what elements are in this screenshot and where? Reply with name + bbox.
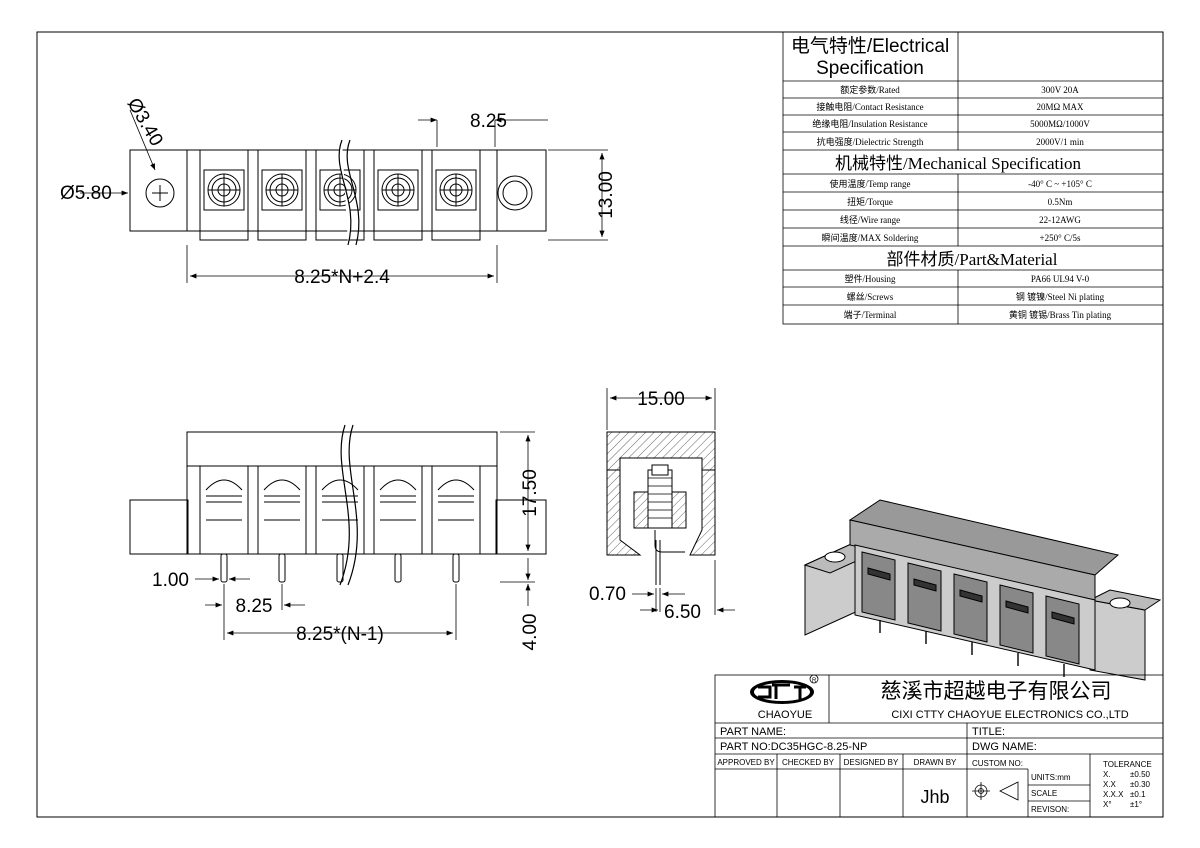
dim-phi-5-80: Ø5.80	[60, 183, 112, 204]
tolerance-key: X.X	[1103, 780, 1117, 789]
dim-pin-thk: 0.70	[589, 584, 626, 605]
sheet-border	[36, 31, 1164, 818]
drawn-by-value: Jhb	[920, 787, 949, 807]
front-dimensions	[195, 431, 535, 640]
revision-label: REVISON:	[1031, 805, 1069, 814]
spec-value: 22-12AWG	[1039, 215, 1081, 225]
chaoyue-logo: R	[750, 674, 819, 704]
part-no-label: PART NO:DC35HGC-8.25-NP	[720, 741, 867, 753]
logo-text: CHAOYUE	[758, 709, 812, 721]
tolerance-key: X°	[1103, 800, 1112, 809]
spec-label: 使用温度/Temp range	[829, 178, 910, 189]
front-clamps	[205, 479, 475, 521]
spec-table-grid	[782, 31, 1164, 325]
units-label: UNITS:mm	[1031, 773, 1071, 782]
dwg-name-label: DWG NAME:	[972, 741, 1037, 753]
spec-label: 接触电阻/Contact Resistance	[816, 101, 923, 112]
approved-by-label: APPROVED BY	[717, 758, 775, 767]
dim-pin-offset: 6.50	[664, 602, 701, 623]
company-en: CIXI CTTY CHAOYUE ELECTRONICS CO.,LTD	[891, 709, 1128, 721]
side-section	[606, 431, 716, 585]
spec-value: 5000MΩ/1000V	[1030, 119, 1090, 129]
spec-label: 额定参数/Rated	[840, 84, 900, 95]
spec-label: 线径/Wire range	[840, 214, 900, 225]
spec-label: 端子/Terminal	[844, 309, 897, 320]
spec-label: 扭矩/Torque	[847, 196, 893, 207]
spec-value: PA66 UL94 V-0	[1031, 274, 1090, 284]
tolerance-title: TOLERANCE	[1103, 760, 1152, 769]
spec-material-title: 部件材质/Part&Material	[887, 250, 1058, 269]
spec-value: 黄铜 镀锡/Brass Tin plating	[1009, 309, 1112, 320]
tolerance-value: ±0.50	[1130, 770, 1151, 779]
top-pole-cells	[199, 149, 481, 241]
dim-height-top: 13.00	[596, 171, 617, 219]
title-block-grid	[714, 674, 1164, 818]
scale-label: SCALE	[1031, 789, 1057, 798]
spec-value: 20MΩ MAX	[1037, 102, 1084, 112]
dim-pin-span: 8.25*(N-1)	[296, 624, 384, 645]
spec-value: 300V 20A	[1041, 85, 1079, 95]
front-pins	[220, 553, 460, 583]
spec-value: 0.5Nm	[1048, 197, 1073, 207]
spec-electrical-title-2: Specification	[816, 58, 924, 79]
tolerance-value: ±0.1	[1130, 790, 1146, 799]
spec-value: 钢 镀镍/Steel Ni plating	[1016, 291, 1105, 302]
side-dimensions	[606, 388, 735, 615]
svg-text:R: R	[812, 678, 817, 684]
dim-pin-dia: 1.00	[152, 570, 189, 591]
front-cells	[199, 465, 481, 555]
top-dimensions	[80, 109, 608, 283]
tolerance-value: ±0.30	[1130, 780, 1151, 789]
spec-label: 抗电强度/Dielectric Strength	[817, 136, 924, 147]
tolerance-key: X.X.X	[1103, 790, 1124, 799]
tolerance-value: ±1°	[1130, 800, 1142, 809]
spec-label: 螺丝/Screws	[847, 291, 894, 302]
drawn-by-label: DRAWN BY	[914, 758, 957, 767]
checked-by-label: CHECKED BY	[782, 758, 835, 767]
mount-hole-left	[145, 178, 175, 208]
spec-label: 塑件/Housing	[844, 273, 896, 284]
spec-label: 瞬间温度/MAX Soldering	[822, 232, 919, 243]
designed-by-label: DESIGNED BY	[844, 758, 899, 767]
top-view	[129, 139, 547, 246]
dim-front-height: 17.50	[520, 469, 541, 517]
tolerance-key: X.	[1103, 770, 1111, 779]
part-name-label: PART NAME:	[720, 726, 786, 738]
dim-pin-length: 4.00	[520, 614, 541, 651]
dim-pitch-front: 8.25	[236, 596, 273, 617]
dim-side-width: 15.00	[637, 389, 685, 410]
spec-label: 绝缘电阻/Insulation Resistance	[812, 118, 927, 129]
mount-hole-right	[497, 175, 533, 211]
spec-value: +250° C/5s	[1040, 233, 1081, 243]
dim-width-formula: 8.25*N+2.4	[294, 267, 390, 288]
projection-symbol	[972, 781, 1019, 801]
front-view	[129, 424, 547, 586]
title-label: TITLE:	[972, 726, 1005, 738]
top-screws	[203, 169, 477, 211]
company-cn: 慈溪市超越电子有限公司	[881, 680, 1112, 703]
spec-value: 2000V/1 min	[1036, 137, 1084, 147]
spec-mechanical-title: 机械特性/Mechanical Specification	[835, 154, 1081, 173]
spec-value: -40° C ~ +105° C	[1028, 179, 1092, 189]
iso-view	[803, 499, 1162, 681]
dim-pitch-top: 8.25	[470, 111, 507, 132]
spec-electrical-title-1: 电气特性/Electrical	[791, 35, 949, 57]
custom-no-label: CUSTOM NO:	[972, 759, 1023, 768]
dim-phi-3-40: Ø3.40	[123, 95, 167, 150]
